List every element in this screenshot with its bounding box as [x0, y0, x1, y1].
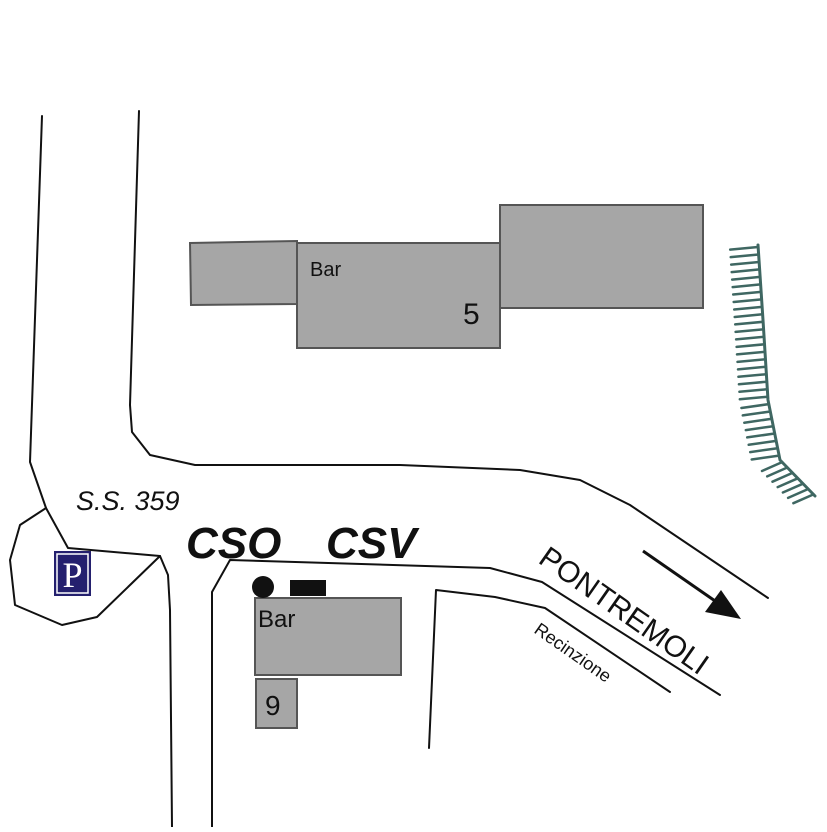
road-south-edge: [211, 559, 721, 828]
embankment-tick: [728, 245, 760, 251]
building-south-bar: [254, 597, 402, 676]
building-north-bar: [296, 242, 501, 349]
road-name-label: S.S. 359: [76, 486, 180, 516]
building-south-9: [255, 678, 298, 729]
embankment-tick: [733, 313, 764, 319]
building-north-east: [499, 204, 704, 309]
embankment-tick: [744, 424, 775, 432]
embankment-tick: [737, 372, 768, 379]
embankment-tick: [732, 305, 764, 311]
parking-letter: P: [62, 555, 82, 595]
embankment-tick: [732, 298, 763, 304]
embankment-tick: [736, 358, 767, 364]
fence-label: Recinzione: [531, 619, 615, 686]
code-label-cso: CSO: [186, 519, 281, 568]
building-number-9: 9: [265, 690, 281, 721]
parking-sign-icon: P: [54, 551, 91, 596]
embankment-tick: [730, 275, 762, 281]
embankment-tick: [738, 395, 770, 401]
embankment-tick: [792, 493, 815, 505]
embankment-tick: [737, 380, 769, 386]
embankment-tick: [740, 402, 771, 410]
embankment-tick: [786, 487, 810, 500]
direction-arrow-icon: [642, 549, 741, 619]
embankment-tick: [760, 460, 784, 473]
embankment-tick: [730, 268, 761, 274]
road-west-edge: [9, 115, 173, 828]
building-number-5: 5: [463, 298, 480, 331]
embankment-tick: [745, 432, 776, 439]
embankment-tick: [731, 283, 762, 289]
embankment-tick: [750, 454, 781, 461]
embankment-tick: [729, 253, 760, 259]
building-group-south: Bar 9: [254, 597, 402, 729]
embankment-tick: [731, 290, 763, 296]
embankment-hatch-icon: [728, 243, 817, 505]
building-group-north: Bar 5: [188, 204, 704, 349]
embankment-tick: [771, 471, 794, 483]
embankment-tick: [735, 343, 766, 349]
parking-entry-edge: [45, 507, 161, 557]
embankment-tick: [781, 482, 805, 494]
embankment-tick: [733, 320, 765, 326]
embankment-tick: [729, 260, 761, 266]
road-network: [9, 110, 769, 828]
embankment-tick: [743, 417, 774, 424]
embankment-tick: [748, 446, 779, 454]
embankment-tick: [747, 439, 778, 447]
road-east-edge: [129, 110, 769, 599]
rectangle-marker-icon: [290, 580, 326, 596]
building-north-west: [188, 239, 298, 307]
embankment-tick: [776, 477, 800, 489]
embankment-tick: [735, 350, 767, 356]
circle-marker-icon: [252, 576, 274, 598]
embankment-tick: [734, 328, 765, 334]
embankment-tick: [738, 387, 769, 394]
embankment-tick: [736, 365, 768, 371]
bar-label-north: Bar: [310, 259, 341, 281]
embankment-tick: [741, 410, 772, 417]
bar-label-south: Bar: [258, 606, 295, 633]
embankment-tick: [765, 466, 789, 478]
code-label-csv: CSV: [326, 519, 420, 568]
fence-line: [428, 589, 671, 749]
embankment-tick: [734, 335, 766, 341]
